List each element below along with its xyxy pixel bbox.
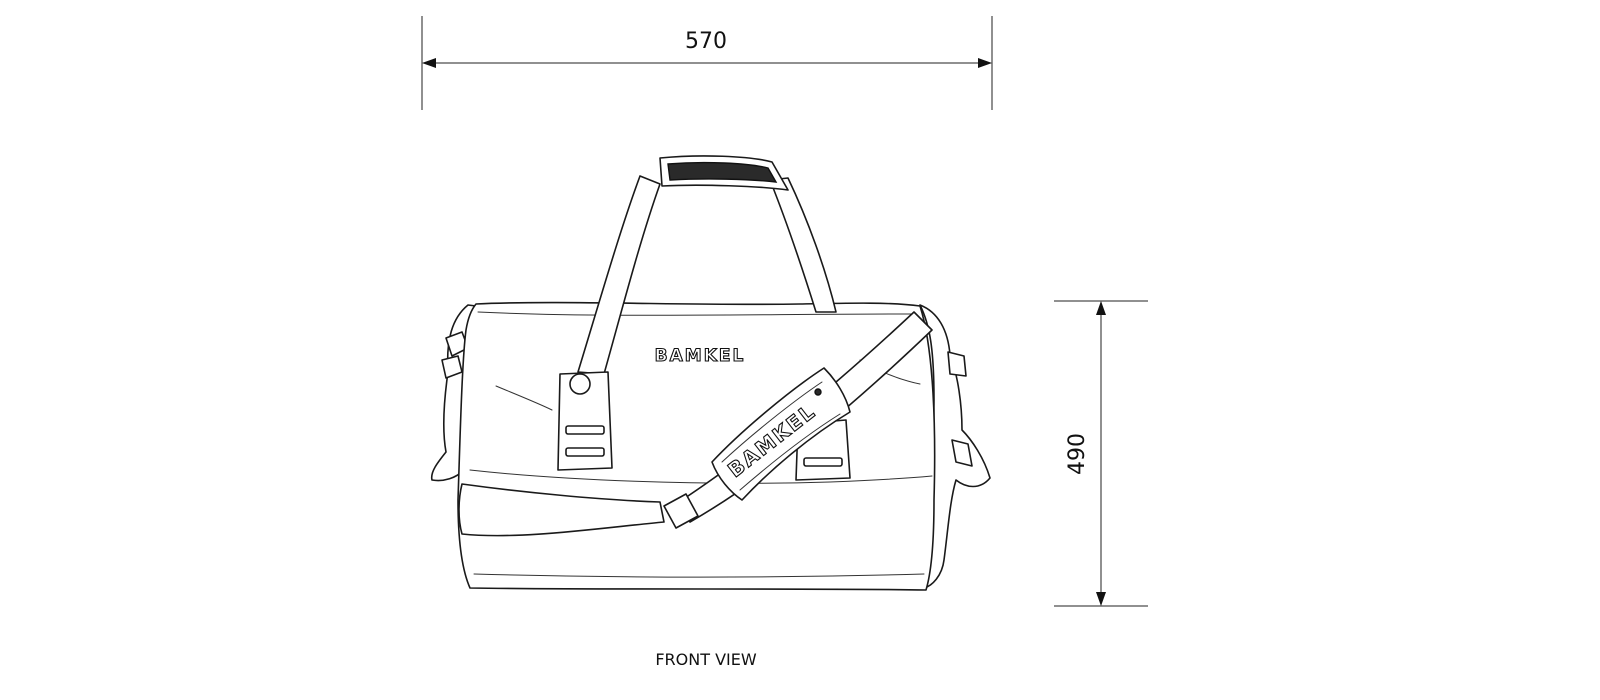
shoulder-pad-stitch: [721, 381, 841, 491]
bag-illustration: BAMKEL BAMKEL: [430, 155, 991, 591]
handle-strap-right: [769, 177, 837, 313]
view-caption: FRONT VIEW: [655, 650, 757, 669]
wrap-strap: [458, 483, 665, 537]
shoulder-pad-rivet: [814, 388, 822, 396]
shoulder-strap-buckle: [663, 493, 699, 529]
right-buckle: [947, 351, 967, 377]
body-crease-2: [495, 385, 553, 411]
bag-logo: BAMKEL: [655, 346, 746, 366]
roll-top-seam: [477, 311, 917, 316]
left-buckle-lower: [441, 355, 463, 379]
left-d-ring: [569, 373, 591, 395]
left-strap-anchor: [557, 371, 613, 471]
height-dimension: 490: [1054, 300, 1148, 607]
body-crease-1: [469, 469, 933, 484]
shoulder-pad: [711, 367, 851, 501]
left-anchor-slot-2: [565, 447, 605, 457]
right-anchor-slot: [803, 457, 843, 467]
width-label: 570: [685, 29, 727, 54]
handle-grip-pad: [667, 161, 778, 183]
right-buckle-lower: [951, 439, 973, 467]
height-label: 490: [1065, 433, 1090, 475]
left-anchor-slot-1: [565, 425, 605, 435]
bottom-seam: [473, 573, 925, 578]
width-dimension: 570: [421, 16, 993, 110]
